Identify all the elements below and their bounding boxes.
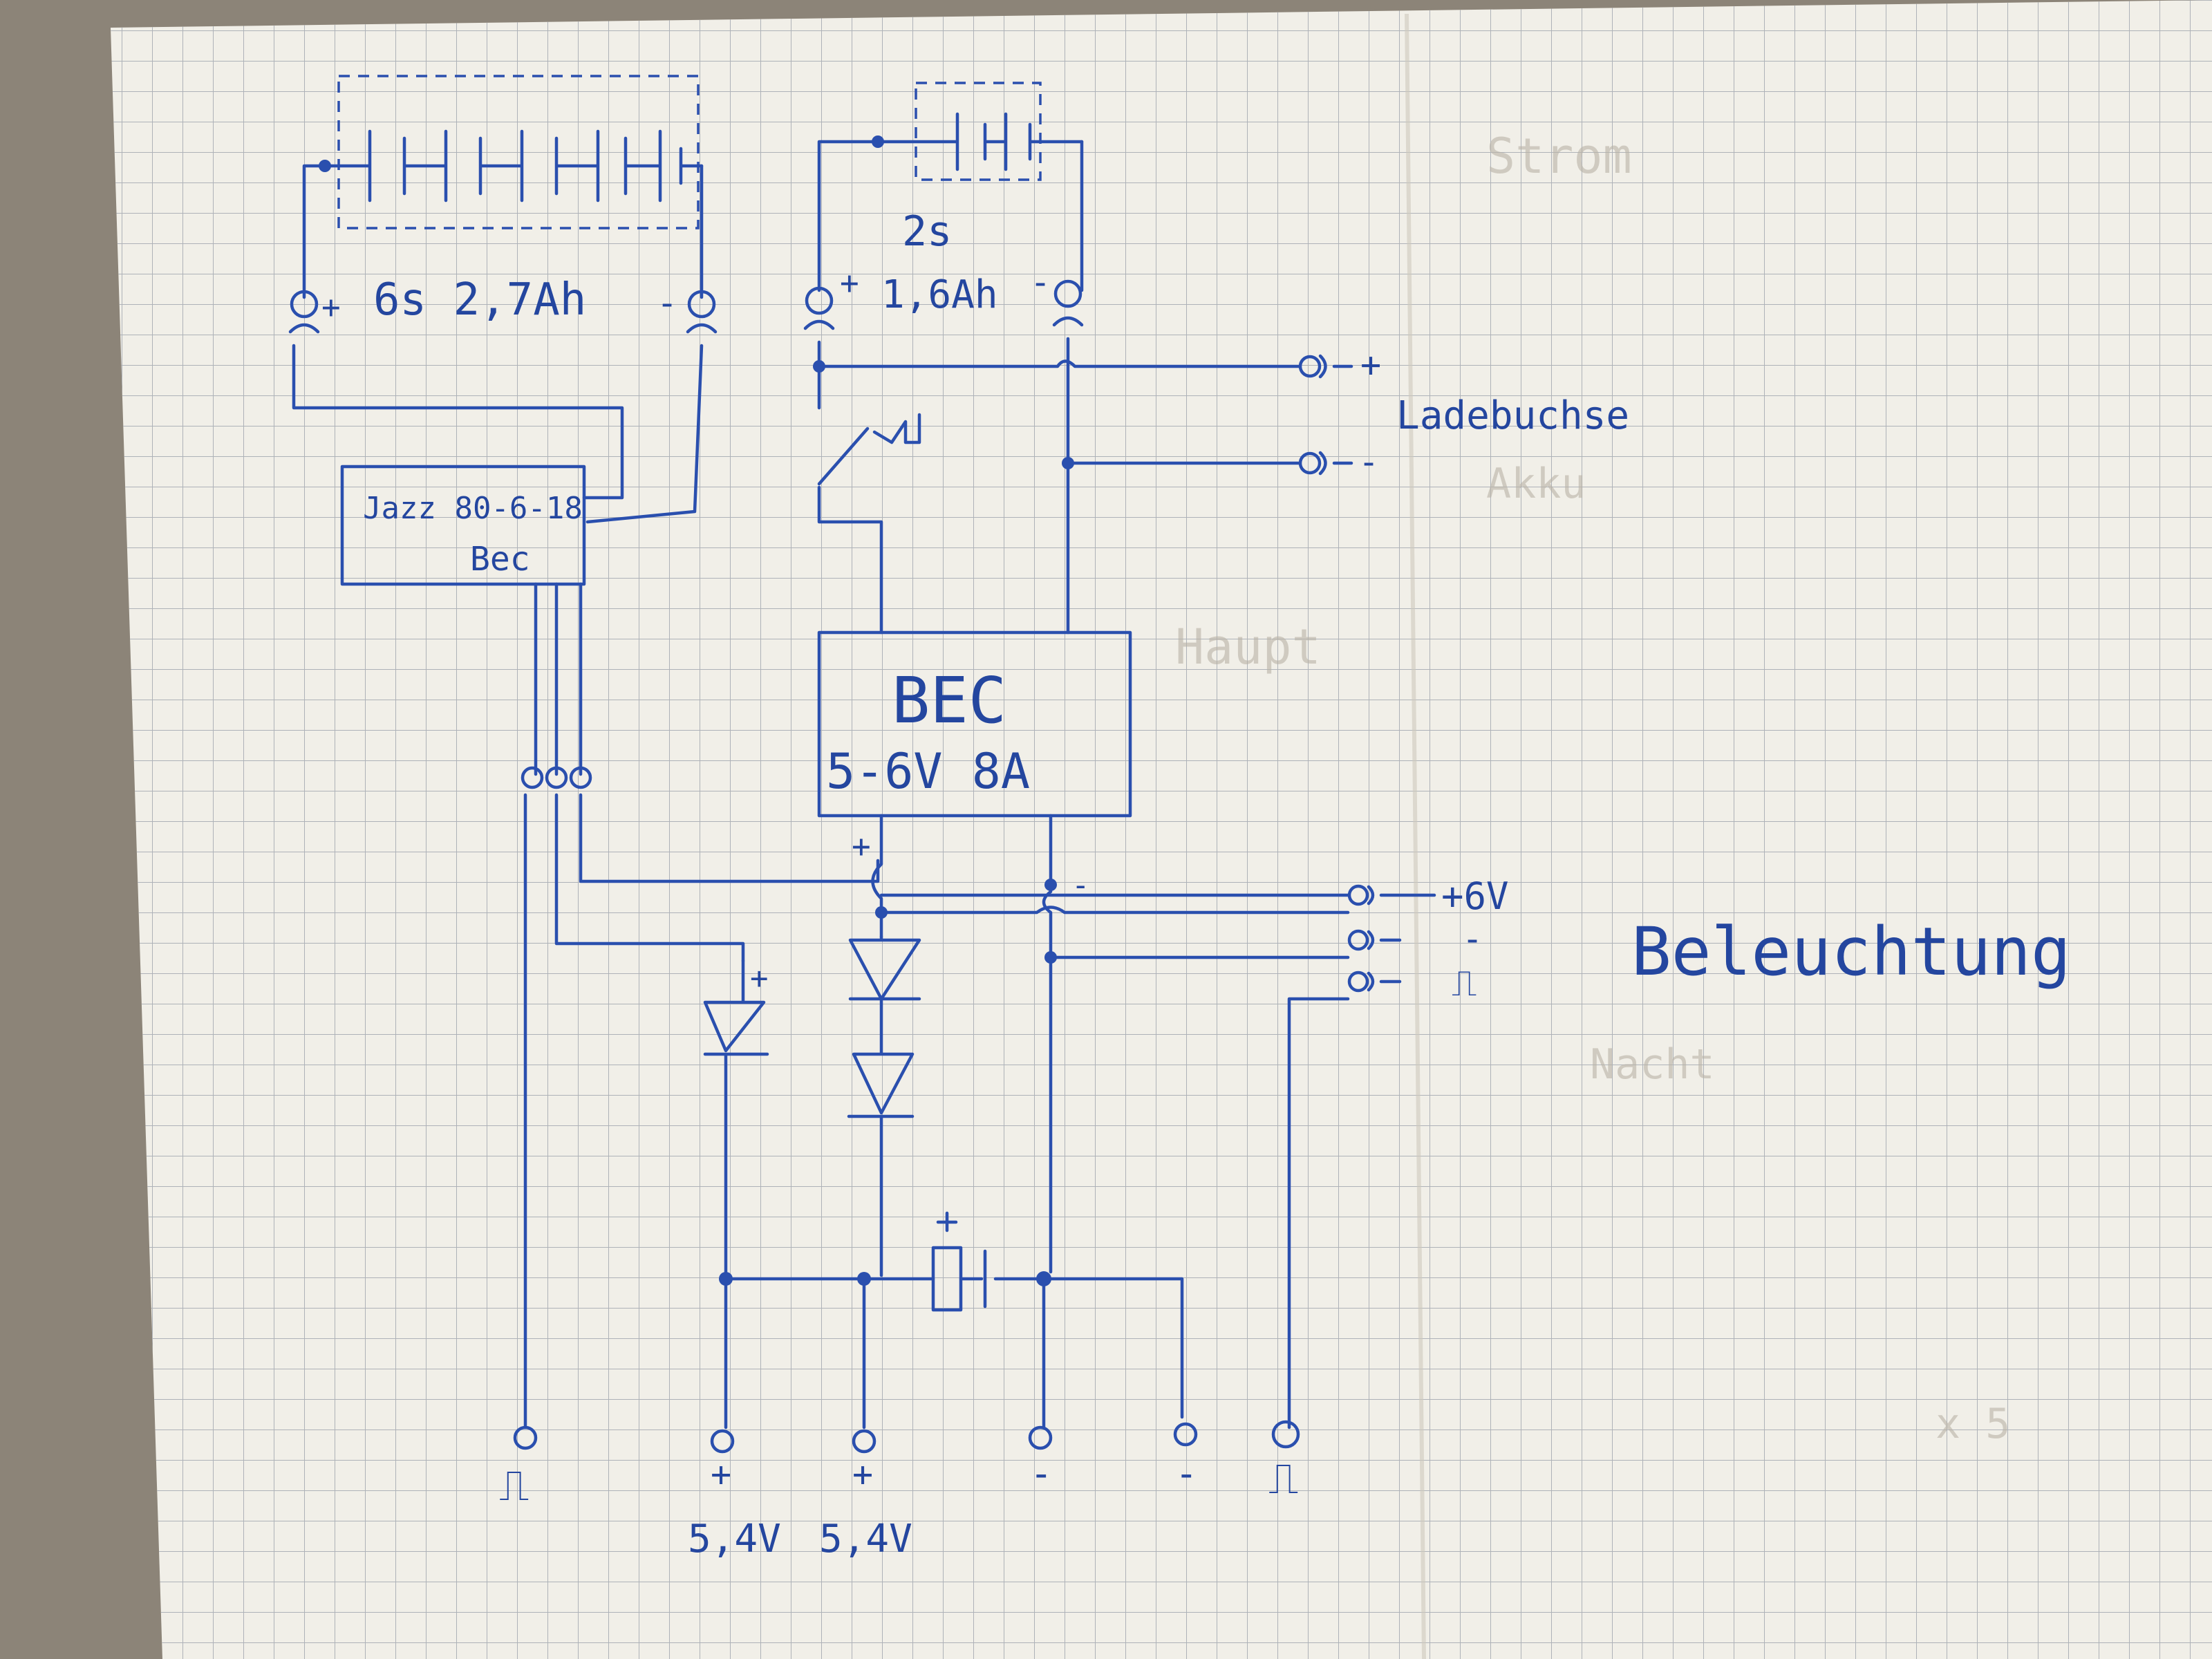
battery-rx-cells-label: 2s — [902, 207, 952, 256]
diode-single — [703, 959, 769, 1277]
svg-text:Haupt: Haupt — [1175, 619, 1321, 675]
output-terminal-minus-1 — [1028, 1425, 1053, 1450]
battery-rx-capacity-label: 1,6Ah — [881, 272, 998, 317]
rx-plus-and-charge-wire — [803, 316, 1302, 410]
output-terminal-plus-2 — [852, 1429, 877, 1454]
junction-dot — [872, 135, 884, 148]
capacitor-bus — [724, 1277, 1184, 1430]
battery-main-to-esc — [288, 323, 718, 524]
battery-rx-plus-connector — [805, 286, 834, 315]
lighting-minus-connector — [1347, 929, 1369, 951]
junctions — [319, 135, 1074, 1286]
lighting-plus-connector — [1347, 884, 1369, 906]
labels: 6s 2,7Ah + - 2s + 1,6Ah - Jazz 80-6-18 B… — [321, 207, 2071, 1562]
esc-output-leads — [534, 582, 583, 776]
rx-switch — [817, 413, 921, 486]
battery-rx-plates — [876, 112, 1084, 171]
output-plus-1-label: + — [711, 1454, 731, 1494]
junction-dot — [1036, 1271, 1051, 1286]
esc-plus-wire — [579, 793, 880, 883]
battery-main-plus-label: + — [321, 288, 341, 326]
esc-minus-wire — [554, 793, 745, 963]
bec-minus-label: - — [1071, 868, 1090, 903]
junction-dot — [1062, 457, 1074, 469]
output-plus-2-label: + — [852, 1454, 873, 1494]
bec-box — [817, 630, 1132, 818]
rx-switch-to-bec — [817, 485, 883, 635]
junction-dot — [857, 1272, 871, 1286]
wires — [288, 75, 1436, 1454]
rx-minus-and-charge-wire — [1066, 337, 1302, 635]
junction-dot — [813, 360, 825, 373]
capacitor-plus-mark — [936, 1211, 958, 1232]
esc-lead-connector-1 — [521, 766, 544, 789]
svg-text:Strom: Strom — [1486, 128, 1632, 185]
svg-text:Nacht: Nacht — [1590, 1040, 1715, 1089]
output-signal-2-label: ⎍ — [1268, 1453, 1298, 1503]
output-v54-b-label: 5,4V — [819, 1517, 912, 1562]
esc-lead-connector-2 — [545, 766, 568, 789]
junction-dot — [1044, 951, 1057, 964]
lighting-pulse-label: ⎍ — [1452, 963, 1477, 1004]
charge-plus-label: + — [1360, 345, 1381, 385]
esc-bec-label: Bec — [470, 540, 530, 579]
battery-main-plus-connector — [290, 290, 319, 319]
bec-spec: 5-6V 8A — [826, 743, 1030, 800]
paper-grid — [111, 0, 2212, 1659]
output-terminal-minus-2 — [1173, 1422, 1198, 1447]
battery-main-label: 6s 2,7Ah — [373, 274, 586, 326]
bec-plus-label: + — [852, 827, 871, 865]
capacitor-body — [931, 1246, 963, 1312]
charge-minus-connector — [1298, 451, 1322, 475]
lighting-signal-wire — [1287, 997, 1350, 1430]
lighting-label: Beleuchtung — [1631, 913, 2071, 991]
junction-dot — [875, 906, 888, 919]
output-minus-2-label: - — [1175, 1452, 1198, 1495]
charge-plus-connector — [1298, 355, 1322, 378]
svg-text:Akku: Akku — [1486, 460, 1586, 508]
paper-fold — [1405, 13, 1426, 1659]
lighting-minus-label: - — [1462, 919, 1483, 959]
lighting-signal-connector — [1347, 971, 1369, 993]
lighting-sockets — [1367, 885, 1436, 992]
battery-rx-plus-label: + — [840, 264, 859, 301]
bleed-through-writing: Strom Akku Haupt Nacht x 5 — [1175, 128, 2010, 1448]
junction-dot — [319, 160, 331, 172]
battery-main-housing — [337, 75, 700, 229]
output-signal-1-label: ⎍ — [499, 1460, 529, 1510]
svg-text:x 5: x 5 — [1936, 1400, 2010, 1448]
charge-minus-label: - — [1358, 442, 1379, 482]
lighting-v6-label: +6V — [1441, 874, 1509, 918]
bec-output-wires — [871, 814, 1350, 1274]
battery-main-leads — [302, 164, 704, 299]
output-terminal-plus-1 — [710, 1429, 735, 1454]
battery-rx-housing — [915, 82, 1042, 181]
battery-rx-minus-label: - — [1030, 262, 1051, 302]
charge-socket-label: Ladebuchse — [1396, 393, 1629, 438]
battery-rx-leads — [817, 140, 1084, 292]
output-minus-1-label: - — [1030, 1452, 1053, 1495]
esc-box — [340, 465, 586, 586]
output-terminal-signal-1 — [513, 1425, 538, 1450]
output-terminal-signal-2 — [1271, 1420, 1300, 1449]
esc-lead-connector-3 — [569, 766, 592, 789]
junction-dot — [719, 1272, 733, 1286]
junction-dot — [1044, 879, 1057, 891]
battery-main-minus-label: - — [657, 283, 677, 323]
diode-pair — [847, 935, 921, 1277]
battery-main-minus-connector — [687, 290, 716, 319]
bec-title: BEC — [892, 664, 1006, 738]
esc-label: Jazz 80-6-18 — [363, 491, 583, 526]
charge-sockets — [1318, 354, 1353, 476]
diode-plus-label: + — [750, 961, 769, 996]
battery-rx-minus-connector — [1053, 279, 1082, 308]
battery-main-plates — [323, 129, 704, 203]
output-v54-a-label: 5,4V — [688, 1517, 781, 1562]
